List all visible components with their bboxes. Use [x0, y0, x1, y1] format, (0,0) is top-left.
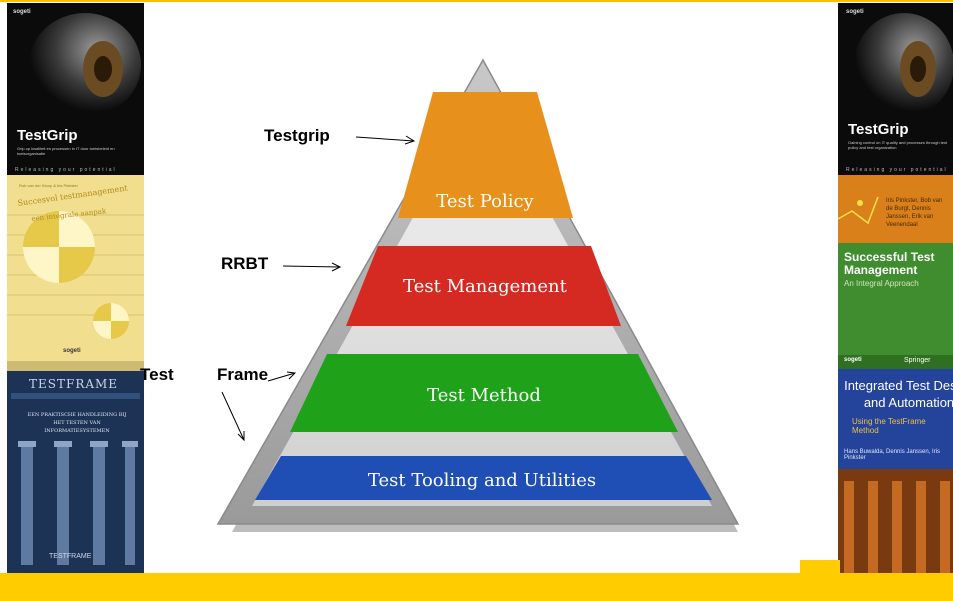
book-authors: Hans Buwalda, Dennis Janssen, Iris Pinks…: [844, 449, 941, 461]
book-strip: Releasing your potential: [15, 167, 117, 173]
label-testgrip: Testgrip: [264, 126, 330, 145]
book-title: Successful Test Management: [844, 250, 935, 277]
brand-logo: sogeti: [13, 9, 31, 15]
brand-logo: sogeti: [846, 9, 864, 15]
book-strip: Releasing your potential: [846, 167, 948, 173]
publisher-logo-springer: Springer: [904, 357, 931, 364]
layer-test-policy: [398, 92, 573, 218]
book-authors: Iris Pinkster, Bob van de Burgt, Dennis …: [886, 198, 943, 228]
book-title: TESTFRAME: [29, 377, 119, 391]
columns-image: [7, 371, 144, 577]
footer-bar: [0, 573, 953, 601]
arrow-rrbt: [282, 265, 341, 268]
footer-notch: [800, 560, 840, 574]
layer-label-test-management: Test Management: [403, 276, 567, 297]
book-title: Integrated Test Design and Automation: [844, 378, 953, 410]
layer-label-test-policy: Test Policy: [436, 191, 534, 212]
book-title: TestGrip: [848, 121, 909, 138]
book-subtitle: An Integral Approach: [844, 279, 919, 288]
book-subtitle: EEN PRAKTISCHE HANDLEIDING BIJ HET TESTE…: [27, 412, 127, 434]
layer-test-tooling: [255, 456, 712, 500]
book-cover-integrated-test-design: Integrated Test Design and Automation Us…: [838, 369, 953, 577]
book-cover-succesvol-testmanagement: Rob van der Kloop & Iris Pinkster Succes…: [7, 175, 144, 371]
book-subtitle: Using the TestFrame Method: [852, 417, 926, 435]
annotation-arrows: [221, 135, 416, 442]
tire-image: [29, 13, 141, 117]
book-subtitle: Grip op kwaliteit en processen in IT doo…: [17, 146, 115, 156]
book-authors: Rob van der Kloop & Iris Pinkster: [19, 183, 78, 188]
book-title: TestGrip: [17, 127, 78, 144]
layer-label-test-method: Test Method: [427, 385, 541, 406]
cover-art: [838, 369, 953, 577]
book-subtitle: Gaining control on IT quality and proces…: [848, 140, 948, 150]
tire-image: [854, 13, 953, 117]
label-frame: Frame: [217, 365, 269, 384]
arrowhead-frame: [286, 371, 297, 380]
book-cover-testframe: TESTFRAME EEN PRAKTISCHE HANDLEIDING BIJ…: [7, 371, 144, 577]
book-cover-testgrip-nl: sogeti TestGrip Grip op kwaliteit en pro…: [7, 3, 144, 175]
cover-art: [7, 211, 144, 371]
arrow-frame: [267, 372, 296, 382]
cover-art: [838, 175, 953, 369]
publisher-logo: sogeti: [63, 348, 81, 354]
arrow-test: [221, 391, 245, 441]
top-accent-line: [0, 0, 953, 2]
arrowhead-rrbt: [331, 262, 342, 272]
layer-label-test-tooling: Test Tooling and Utilities: [368, 470, 596, 491]
label-test: Test: [140, 365, 174, 384]
publisher-logo: TESTFRAME: [49, 553, 92, 560]
arrowhead-test: [237, 431, 245, 442]
label-rrbt: RRBT: [221, 254, 269, 273]
publisher-logo: sogeti: [844, 357, 862, 363]
layer-test-management: [346, 246, 621, 326]
layer-test-method: [290, 354, 678, 432]
book-cover-successful-test-management: Iris Pinkster, Bob van de Burgt, Dennis …: [838, 175, 953, 369]
arrow-testgrip: [355, 136, 415, 142]
book-cover-testgrip-en: sogeti TestGrip Gaining control on IT qu…: [838, 3, 953, 175]
arrowhead-testgrip: [404, 135, 416, 145]
